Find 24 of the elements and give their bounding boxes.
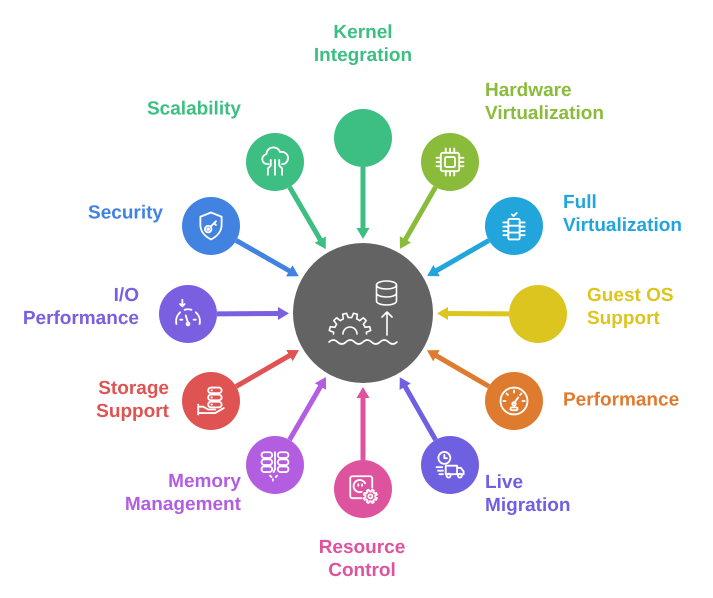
arrow bbox=[216, 306, 289, 320]
feature-label: I/O Performance bbox=[22, 284, 139, 330]
feature-label: Hardware Virtualization bbox=[485, 79, 605, 125]
feature-label: Full Virtualization bbox=[563, 191, 683, 237]
arrow bbox=[356, 387, 370, 460]
feature-label: Performance bbox=[563, 388, 680, 412]
arrow bbox=[356, 167, 370, 239]
arrow bbox=[398, 376, 438, 442]
arrow bbox=[287, 376, 328, 442]
feature-label: Kernel Integration bbox=[312, 20, 414, 66]
feature-label: Memory Management bbox=[124, 470, 241, 516]
feature-label: Security bbox=[88, 202, 163, 224]
feature-label: Resource Control bbox=[318, 536, 406, 582]
feature-label: Scalability bbox=[147, 98, 241, 120]
feature-label: Guest OS Support bbox=[587, 284, 675, 330]
feature-label: Storage Support bbox=[95, 377, 169, 423]
arrow bbox=[398, 186, 438, 250]
arrow bbox=[287, 186, 328, 250]
arrow bbox=[426, 348, 490, 389]
arrow bbox=[437, 306, 510, 320]
arrow bbox=[234, 348, 300, 389]
arrow bbox=[234, 238, 300, 278]
feature-label: Live Migration bbox=[485, 470, 572, 516]
arrow bbox=[426, 238, 490, 278]
